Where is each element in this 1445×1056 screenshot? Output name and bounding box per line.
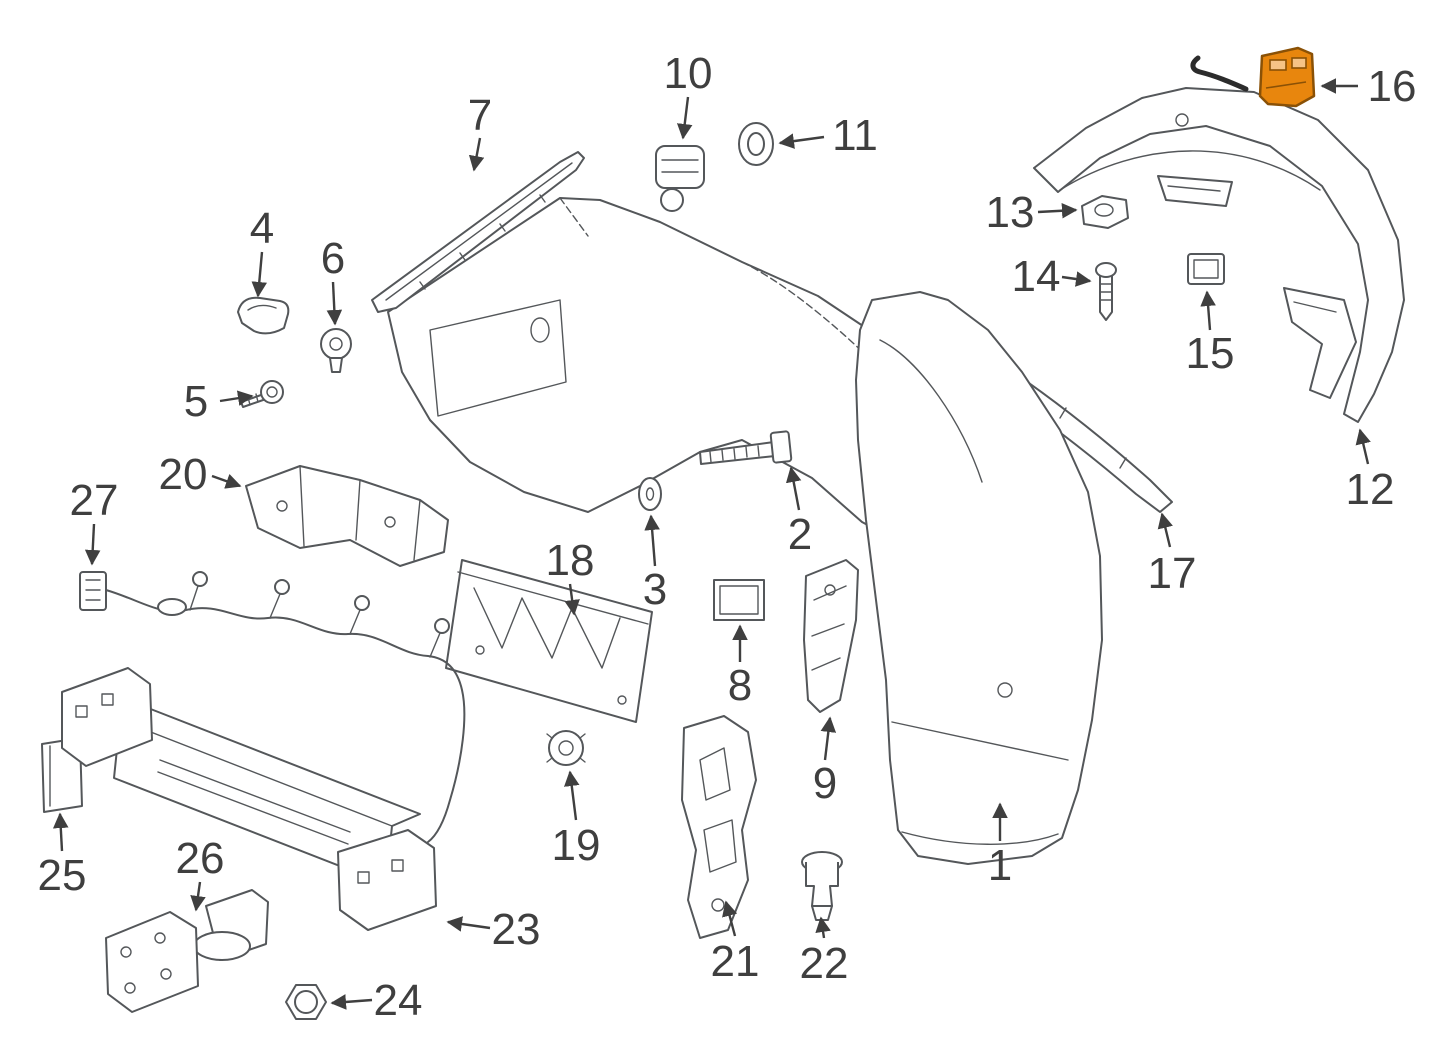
part-8-pad-block	[713, 579, 765, 621]
part-14-screw	[1095, 262, 1117, 321]
label-part-10: 10	[664, 49, 713, 98]
part-9-side-bracket	[803, 559, 859, 713]
label-part-21: 21	[711, 937, 760, 986]
label-part-14: 14	[1012, 252, 1061, 301]
part-22-socket	[801, 851, 843, 921]
part-2-bolt	[699, 430, 793, 465]
label-part-22: 22	[800, 939, 849, 988]
part-20-mounting-bracket	[245, 465, 449, 567]
label-part-9: 9	[813, 759, 837, 808]
label-part-15: 15	[1186, 329, 1235, 378]
label-part-5: 5	[184, 377, 208, 426]
label-part-7: 7	[468, 91, 492, 140]
label-part-4: 4	[250, 204, 274, 253]
part-23-crash-bar	[61, 667, 437, 931]
part-16-highlighted-bracket	[1190, 46, 1316, 108]
part-10-parking-sensor	[655, 145, 705, 212]
part-11-grommet-ring	[738, 122, 774, 166]
part-3-oval-grommet	[638, 477, 662, 511]
label-part-11: 11	[832, 111, 878, 160]
label-part-23: 23	[492, 905, 541, 954]
part-26-bracket-assembly	[105, 889, 269, 1013]
label-part-17: 17	[1148, 549, 1197, 598]
part-labels: 1 2 3 4 5 6 7 8 9 10 11 12 13 14 15 16 1…	[38, 49, 1417, 1025]
part-12-diffuser-panel	[1033, 87, 1405, 423]
part-27-wiring-harness	[79, 571, 466, 843]
label-part-2: 2	[788, 510, 812, 559]
part-7-upper-trim-strip	[371, 151, 585, 313]
label-part-20: 20	[159, 450, 208, 499]
label-part-3: 3	[643, 565, 667, 614]
label-part-8: 8	[728, 661, 752, 710]
part-18-reinforcement-panel	[445, 559, 653, 723]
part-5-screw	[240, 380, 284, 408]
part-19-grommet-nut	[546, 730, 586, 766]
label-part-1: 1	[988, 841, 1012, 890]
part-6-grommet	[320, 328, 352, 373]
part-4-clip	[237, 296, 290, 335]
label-part-6: 6	[321, 234, 345, 283]
label-part-12: 12	[1346, 465, 1395, 514]
label-part-19: 19	[552, 821, 601, 870]
part-13-clip-nut	[1081, 195, 1129, 229]
part-24-hex-nut	[285, 984, 327, 1020]
part-15-block	[1187, 253, 1225, 285]
label-part-16: 16	[1368, 62, 1417, 111]
label-part-24: 24	[374, 976, 423, 1025]
leader-lines	[52, 78, 1371, 1010]
label-part-18: 18	[546, 536, 595, 585]
label-part-25: 25	[38, 851, 87, 900]
part-1-bumper-cover	[855, 291, 1103, 865]
label-part-26: 26	[176, 834, 225, 883]
label-part-13: 13	[986, 188, 1035, 237]
part-21-corner-bracket	[681, 715, 757, 939]
label-part-27: 27	[70, 476, 119, 525]
